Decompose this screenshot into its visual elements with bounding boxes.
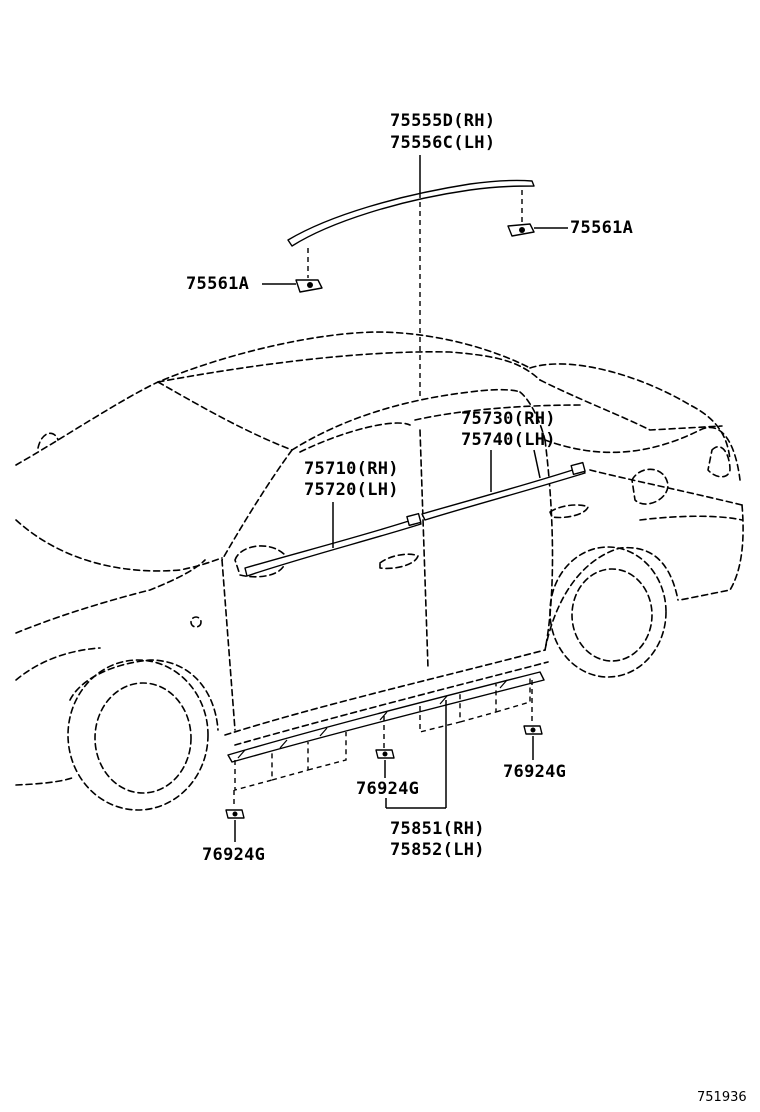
label-clip-roof-right: 75561A xyxy=(570,218,634,238)
leader-rear-belt-2 xyxy=(533,449,541,479)
rocker-clip-middle xyxy=(375,749,395,759)
rocker-clip-left xyxy=(225,809,245,819)
label-front-belt-rh: 75710(RH) xyxy=(304,459,399,479)
label-clip-roof-left: 75561A xyxy=(186,274,250,294)
label-clip-rocker-right: 76924G xyxy=(503,762,567,782)
label-rocker-lh: 75852(LH) xyxy=(390,840,485,860)
label-clip-rocker-left: 76924G xyxy=(202,845,266,865)
label-rear-belt-lh: 75740(LH) xyxy=(461,430,556,450)
label-clip-rocker-middle: 76924G xyxy=(356,779,420,799)
label-rocker-rh: 75851(RH) xyxy=(390,819,485,839)
label-rear-belt-rh: 75730(RH) xyxy=(461,409,556,429)
label-roof-molding-rh: 75555D(RH) xyxy=(390,111,496,131)
rocker-molding xyxy=(227,671,545,791)
figure-id: 751936 xyxy=(697,1090,747,1105)
label-roof-molding-lh: 75556C(LH) xyxy=(390,133,496,153)
roof-clip-left xyxy=(295,279,323,293)
front-wheel xyxy=(67,659,209,811)
roof-clip-right xyxy=(507,223,535,237)
label-front-belt-lh: 75720(LH) xyxy=(304,480,399,500)
roof-molding xyxy=(287,179,535,247)
rocker-clip-right xyxy=(523,725,543,735)
rear-wheel xyxy=(549,546,667,678)
rear-belt-molding xyxy=(421,461,586,521)
car-body-outline xyxy=(15,331,744,786)
